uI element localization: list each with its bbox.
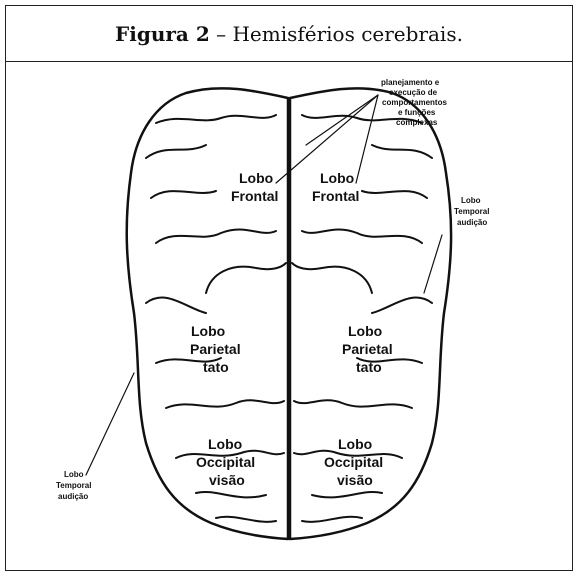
- svg-text:Frontal: Frontal: [231, 188, 278, 204]
- svg-text:Temporal: Temporal: [454, 207, 489, 216]
- caption-text: Hemisférios cerebrais.: [232, 22, 463, 46]
- svg-text:execução de: execução de: [389, 88, 438, 97]
- brain-diagram: planejamento e execução de comportamento…: [6, 63, 572, 569]
- svg-text:Occipital: Occipital: [196, 454, 255, 470]
- svg-text:Lobo: Lobo: [461, 196, 481, 205]
- svg-text:Lobo: Lobo: [338, 436, 372, 452]
- svg-text:Lobo: Lobo: [320, 170, 354, 186]
- svg-text:comportamentos: comportamentos: [382, 98, 447, 107]
- svg-text:planejamento e: planejamento e: [381, 78, 440, 87]
- svg-text:Parietal: Parietal: [342, 341, 393, 357]
- left-frontal-label: Lobo Frontal: [231, 170, 278, 204]
- svg-text:Temporal: Temporal: [56, 481, 91, 490]
- svg-text:visão: visão: [337, 472, 373, 488]
- svg-text:Lobo: Lobo: [208, 436, 242, 452]
- left-parietal-label: Lobo Parietal tato: [190, 323, 241, 375]
- right-frontal-label: Lobo Frontal: [312, 170, 359, 204]
- left-occipital-label: Lobo Occipital visão: [196, 436, 255, 488]
- svg-text:Frontal: Frontal: [312, 188, 359, 204]
- svg-text:Occipital: Occipital: [324, 454, 383, 470]
- caption-dash: –: [210, 22, 233, 46]
- svg-text:Lobo: Lobo: [348, 323, 382, 339]
- figure-caption: Figura 2 – Hemisférios cerebrais.: [6, 6, 572, 62]
- right-occipital-label: Lobo Occipital visão: [324, 436, 383, 488]
- svg-text:tato: tato: [356, 359, 382, 375]
- callout-leaders: [86, 95, 442, 475]
- svg-text:audição: audição: [457, 218, 487, 227]
- callout-right: Lobo Temporal audição: [454, 196, 489, 227]
- svg-text:tato: tato: [203, 359, 229, 375]
- caption-prefix: Figura 2: [115, 22, 210, 46]
- svg-text:visão: visão: [209, 472, 245, 488]
- right-parietal-label: Lobo Parietal tato: [342, 323, 393, 375]
- svg-text:audição: audição: [58, 492, 88, 501]
- svg-text:e funções: e funções: [398, 108, 436, 117]
- svg-text:Lobo: Lobo: [239, 170, 273, 186]
- figure-frame: Figura 2 – Hemisférios cerebrais.: [5, 5, 573, 571]
- svg-text:Lobo: Lobo: [191, 323, 225, 339]
- svg-text:complexas: complexas: [396, 118, 438, 127]
- svg-text:Parietal: Parietal: [190, 341, 241, 357]
- svg-text:Lobo: Lobo: [64, 470, 84, 479]
